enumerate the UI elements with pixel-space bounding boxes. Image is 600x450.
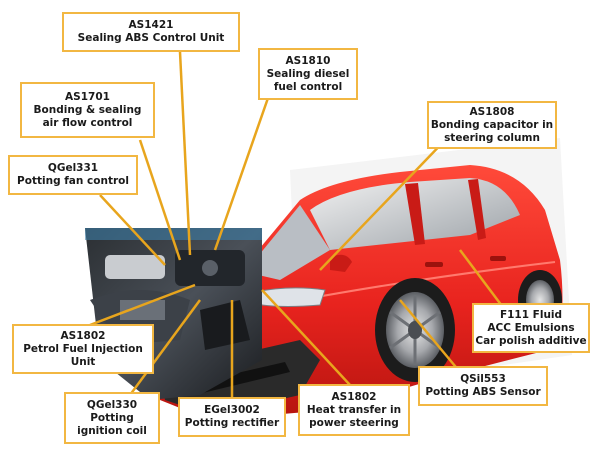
- callout-line: Car polish additive: [475, 334, 587, 347]
- callout-code: EGel3002: [204, 404, 260, 416]
- callout-line: air flow control: [42, 116, 133, 129]
- engine-bay: [85, 228, 262, 400]
- leader-line: [459, 249, 506, 311]
- leader-line: [99, 194, 166, 266]
- callout-code: QGel331: [47, 162, 99, 174]
- leader-line: [399, 299, 461, 373]
- callout-line: Potting rectifier: [184, 417, 280, 429]
- callout-as1802-steering: AS1802 Heat transfer in power steering: [298, 384, 410, 436]
- leader-line: [138, 139, 182, 261]
- callout-code: AS1808: [469, 105, 515, 118]
- callout-as1808: AS1808 Bonding capacitor in steering col…: [427, 101, 557, 149]
- callout-qgel330: QGel330 Potting ignition coil: [64, 392, 160, 444]
- leader-line: [261, 289, 351, 386]
- callout-as1421: AS1421 Sealing ABS Control Unit: [62, 12, 240, 52]
- leader-line: [319, 134, 451, 271]
- callout-code: AS1421: [128, 19, 174, 31]
- callout-code: AS1802: [331, 390, 377, 403]
- callout-line: power steering: [309, 416, 399, 429]
- callout-line: steering column: [444, 131, 540, 144]
- callout-code: F111 Fluid: [499, 308, 563, 321]
- callout-code: QGel330: [86, 398, 138, 411]
- callout-f111-fluid: F111 Fluid ACC Emulsions Car polish addi…: [472, 303, 590, 353]
- callout-qsil553: QSil553 Potting ABS Sensor: [418, 366, 548, 406]
- callout-line: Potting ABS Sensor: [425, 386, 541, 398]
- callout-code: AS1701: [65, 90, 110, 103]
- callout-line: ACC Emulsions: [487, 321, 575, 334]
- callout-code: QSil553: [460, 373, 506, 385]
- callout-line: Heat transfer in: [306, 403, 402, 416]
- callout-line: Petrol Fuel Injection: [23, 342, 143, 355]
- callout-code: AS1810: [285, 54, 331, 67]
- leader-line: [178, 51, 192, 256]
- callout-as1810: AS1810 Sealing diesel fuel control: [258, 48, 358, 100]
- callout-line: Potting fan control: [17, 175, 129, 187]
- callout-line: Bonding & sealing: [33, 103, 142, 116]
- leader-line: [213, 97, 270, 251]
- callout-line: ignition coil: [77, 424, 147, 437]
- callout-code: AS1802: [60, 329, 106, 342]
- callout-line: fuel control: [273, 80, 343, 93]
- callout-line: Unit: [70, 355, 96, 368]
- callout-line: Sealing ABS Control Unit: [77, 32, 225, 44]
- callout-line: Bonding capacitor in: [430, 118, 554, 131]
- callout-as1701: AS1701 Bonding & sealing air flow contro…: [20, 82, 155, 138]
- callout-egel3002: EGel3002 Potting rectifier: [178, 397, 286, 437]
- callout-line: Sealing diesel: [266, 67, 350, 80]
- leader-line: [89, 283, 196, 327]
- callout-as1802-petrol: AS1802 Petrol Fuel Injection Unit: [12, 324, 154, 374]
- leader-line: [128, 299, 202, 396]
- leader-lines: [89, 51, 506, 398]
- callout-qgel331: QGel331 Potting fan control: [8, 155, 138, 195]
- callout-line: Potting: [90, 411, 134, 424]
